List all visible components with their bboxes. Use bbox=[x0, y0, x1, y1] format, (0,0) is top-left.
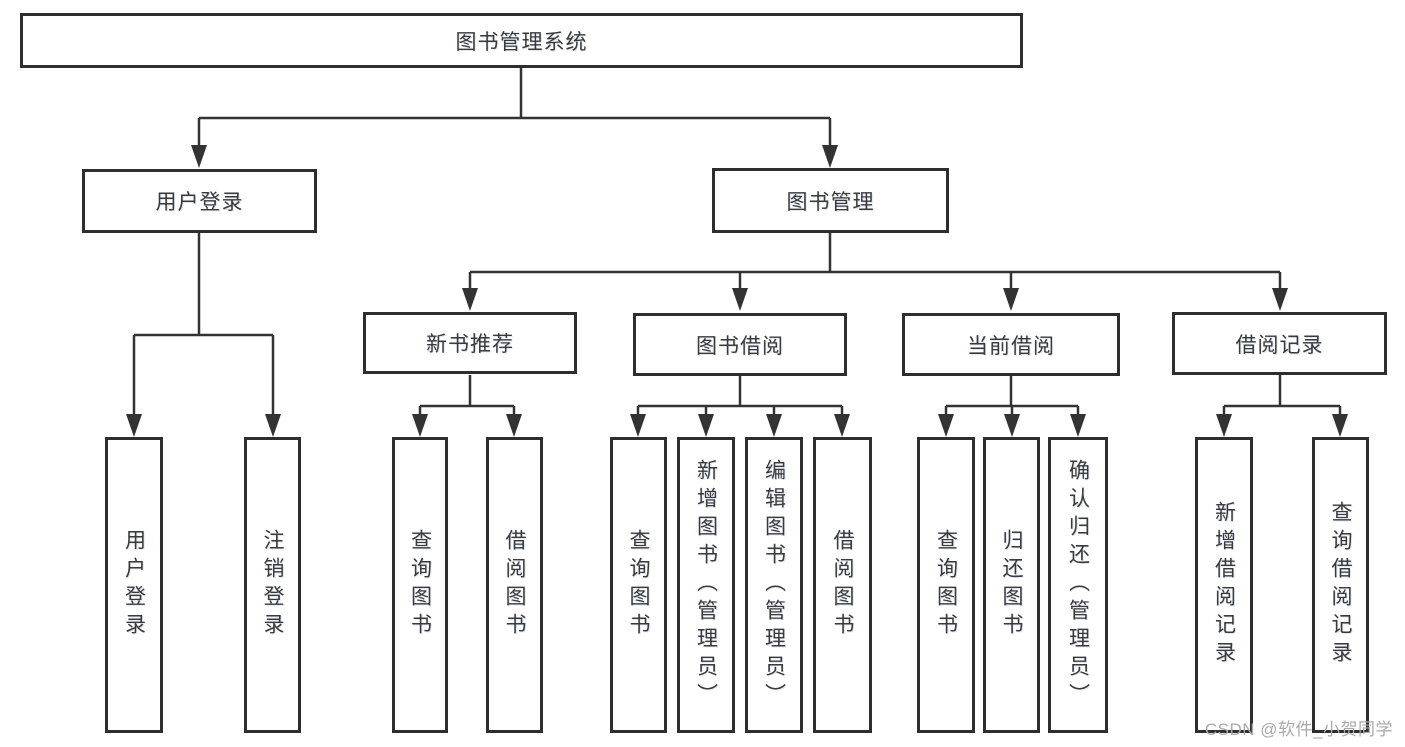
leaf-return-books-label: 归还图书 bbox=[1000, 529, 1023, 641]
node-user-login: 用户登录 bbox=[82, 169, 317, 233]
leaf-borrow-query-books: 查询图书 bbox=[610, 437, 667, 733]
leaf-add-books-admin-label: 新增图书（管理员） bbox=[694, 459, 718, 711]
leaf-borrow-books-label: 借阅图书 bbox=[831, 529, 854, 641]
leaf-recommend-borrow-books-label: 借阅图书 bbox=[503, 529, 526, 641]
leaf-query-borrow-record-label: 查询借阅记录 bbox=[1329, 501, 1352, 669]
node-book-management: 图书管理 bbox=[712, 168, 949, 233]
leaf-logout-label: 注销登录 bbox=[261, 529, 284, 641]
leaf-user-login: 用户登录 bbox=[105, 437, 163, 733]
leaf-edit-books-admin-label: 编辑图书（管理员） bbox=[762, 459, 786, 711]
node-new-book-recommendation-label: 新书推荐 bbox=[426, 333, 514, 356]
edge-arrowheads bbox=[126, 145, 1348, 437]
node-book-borrowing: 图书借阅 bbox=[633, 313, 847, 376]
leaf-current-query-books-label: 查询图书 bbox=[934, 529, 958, 641]
leaf-current-query-books: 查询图书 bbox=[917, 437, 975, 733]
leaf-edit-books-admin: 编辑图书（管理员） bbox=[745, 437, 803, 733]
node-borrowing-records-label: 借阅记录 bbox=[1235, 333, 1324, 357]
node-book-borrowing-label: 图书借阅 bbox=[696, 334, 784, 358]
leaf-borrow-query-books-label: 查询图书 bbox=[627, 529, 650, 641]
leaf-add-books-admin: 新增图书（管理员） bbox=[677, 437, 735, 733]
leaf-confirm-return-admin-label: 确认归还（管理员） bbox=[1066, 459, 1090, 711]
node-current-borrowing: 当前借阅 bbox=[902, 313, 1120, 376]
leaf-return-books: 归还图书 bbox=[983, 437, 1040, 733]
csdn-watermark: CSDN @软件_小贺同学 bbox=[1204, 720, 1393, 739]
leaf-recommend-query-books-label: 查询图书 bbox=[408, 529, 432, 641]
leaf-query-borrow-record: 查询借阅记录 bbox=[1312, 437, 1369, 733]
node-user-login-label: 用户登录 bbox=[155, 191, 244, 214]
leaf-add-borrow-record-label: 新增借阅记录 bbox=[1212, 501, 1236, 669]
edge-lines bbox=[132, 68, 1342, 418]
node-new-book-recommendation: 新书推荐 bbox=[363, 312, 577, 374]
node-book-management-label: 图书管理 bbox=[786, 190, 875, 214]
leaf-add-borrow-record: 新增借阅记录 bbox=[1195, 437, 1253, 733]
node-current-borrowing-label: 当前借阅 bbox=[967, 334, 1055, 358]
leaf-logout: 注销登录 bbox=[244, 437, 301, 733]
leaf-borrow-books: 借阅图书 bbox=[813, 437, 872, 733]
node-system-root: 图书管理系统 bbox=[20, 13, 1023, 68]
leaf-recommend-borrow-books: 借阅图书 bbox=[486, 437, 543, 733]
node-system-root-label: 图书管理系统 bbox=[455, 30, 588, 54]
leaf-user-login-label: 用户登录 bbox=[122, 529, 146, 641]
node-borrowing-records: 借阅记录 bbox=[1172, 312, 1387, 375]
leaf-recommend-query-books: 查询图书 bbox=[392, 437, 448, 733]
leaf-confirm-return-admin: 确认归还（管理员） bbox=[1048, 437, 1108, 733]
